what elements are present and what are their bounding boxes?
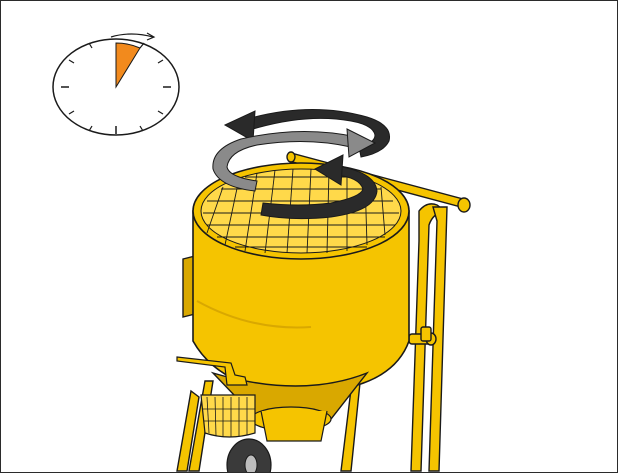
timer-arrow (111, 34, 153, 37)
wheel-icon (227, 439, 271, 473)
stopwatch-icon (53, 33, 179, 135)
